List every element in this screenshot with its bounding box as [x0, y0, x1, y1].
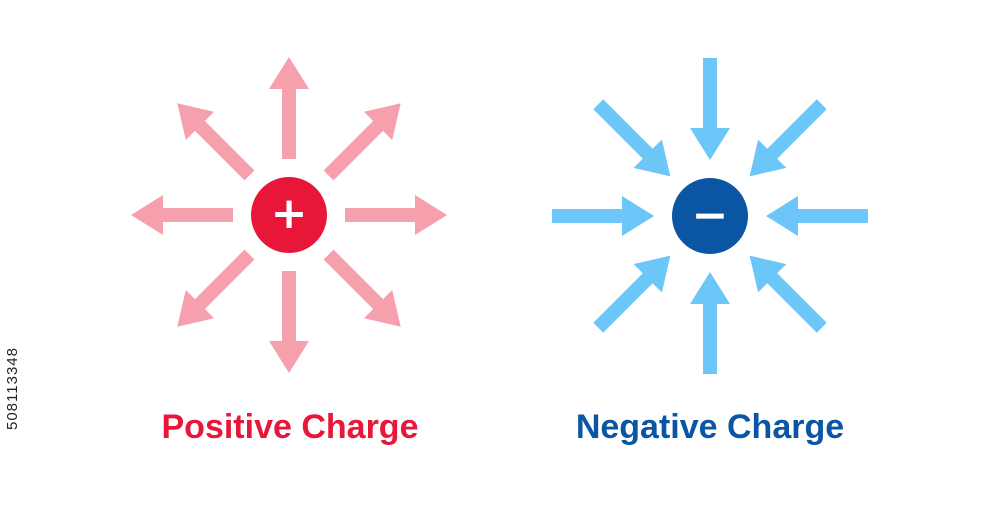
positive-field-arrow: [269, 57, 309, 159]
negative-field-arrow: [552, 196, 654, 236]
negative-field-arrow: [593, 255, 671, 333]
positive-field-arrow: [323, 103, 401, 181]
positive-field-arrow: [177, 103, 255, 181]
positive-field-arrow: [269, 271, 309, 373]
negative-charge: −: [672, 178, 748, 254]
negative-field-arrow: [690, 58, 730, 160]
positive-field-arrow: [323, 249, 401, 327]
positive-field-arrows: [131, 57, 447, 373]
negative-field-arrow: [749, 99, 827, 177]
negative-field-arrow: [593, 99, 671, 177]
positive-field-arrow: [177, 249, 255, 327]
negative-field-arrows: [552, 58, 868, 374]
positive-field-arrow: [131, 195, 233, 235]
negative-field-arrow: [766, 196, 868, 236]
positive-charge-symbol: +: [271, 188, 308, 239]
positive-field-arrow: [345, 195, 447, 235]
positive-charge-circle: [251, 177, 327, 253]
negative-field-arrow: [690, 272, 730, 374]
image-id-watermark: 508113348: [4, 347, 21, 430]
negative-charge-symbol: −: [692, 190, 729, 241]
negative-charge-label: Negative Charge: [575, 408, 845, 446]
negative-charge-circle: [672, 178, 748, 254]
negative-field-arrow: [749, 255, 827, 333]
positive-charge-label: Positive Charge: [161, 408, 419, 446]
positive-charge: +: [251, 177, 327, 253]
